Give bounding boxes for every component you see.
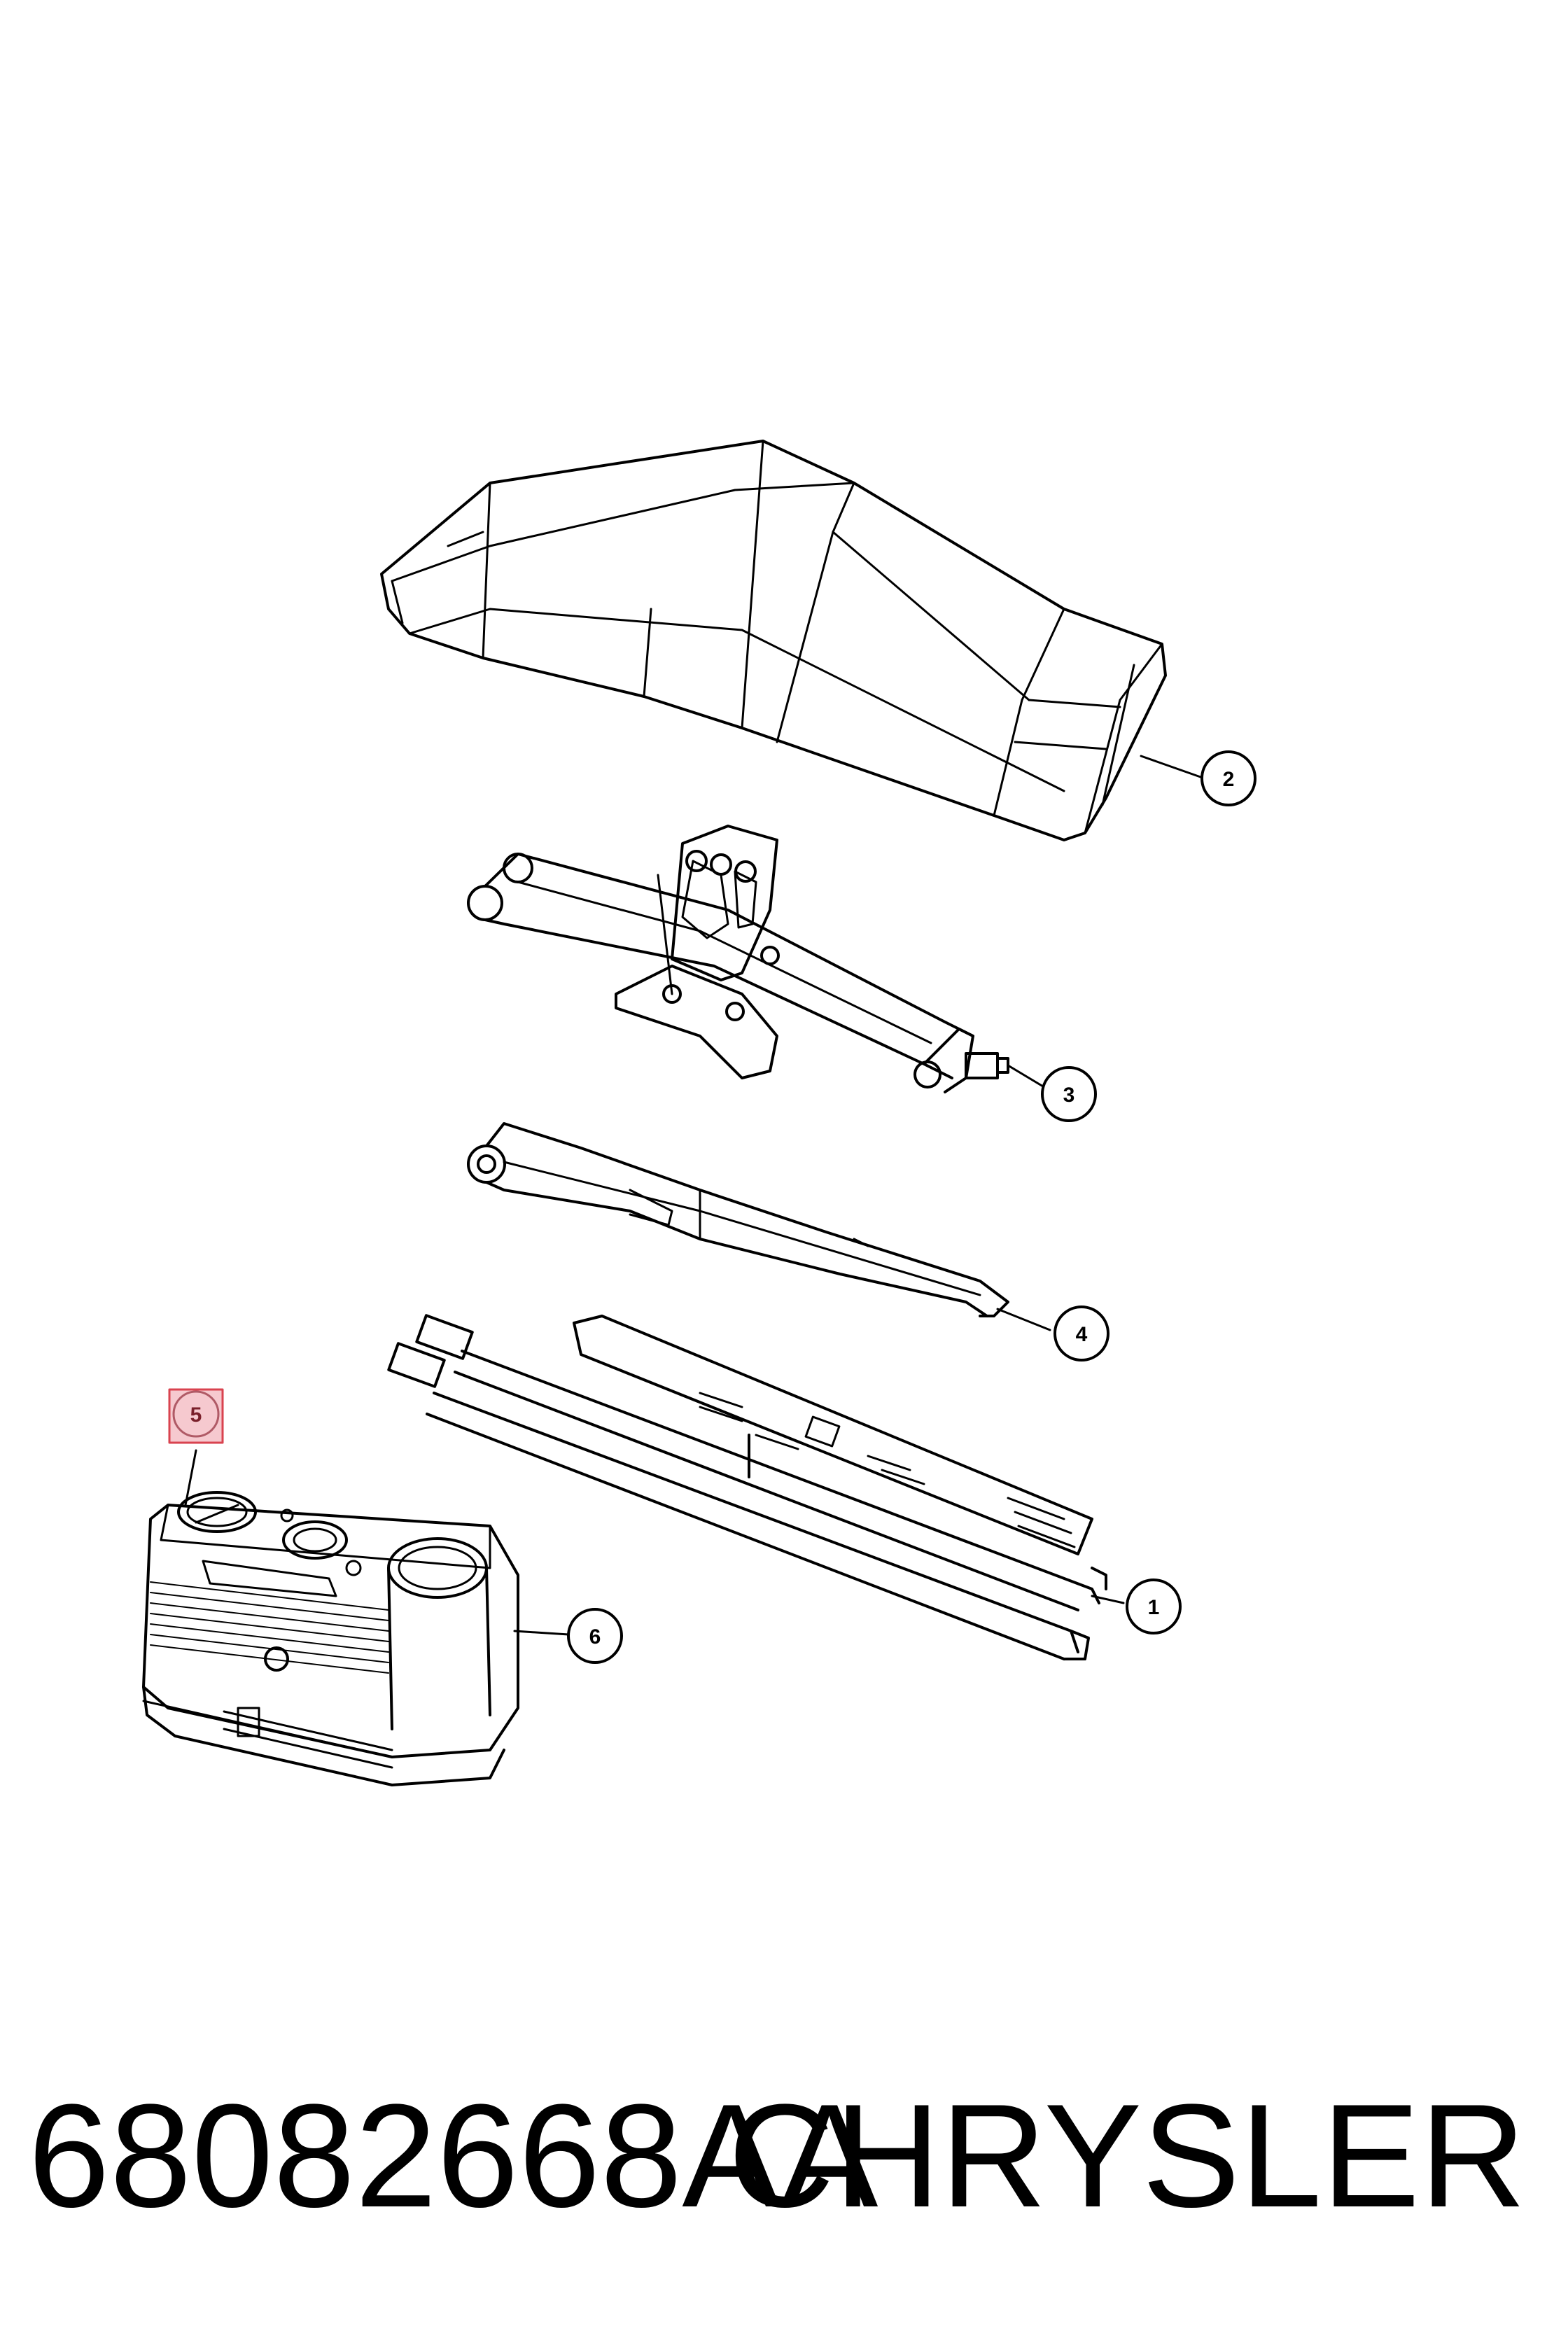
callout-1[interactable]: 1 — [1126, 1578, 1182, 1634]
tire-service-kit — [142, 1491, 519, 1786]
leader-line-1 — [1091, 1595, 1125, 1604]
leader-line-5 — [184, 1449, 197, 1506]
leader-line-2 — [1140, 755, 1202, 778]
callout-2[interactable]: 2 — [1200, 750, 1256, 806]
svg-text:2: 2 — [1223, 768, 1235, 791]
leader-line-3 — [1007, 1064, 1048, 1090]
exploded-parts-diagram: 1 2 3 4 5 6 — [142, 440, 1256, 1786]
jack-handle — [467, 1122, 1009, 1317]
svg-text:3: 3 — [1063, 1084, 1075, 1107]
callout-5-highlighted[interactable]: 5 — [168, 1388, 224, 1444]
svg-text:4: 4 — [1076, 1323, 1088, 1346]
callout-4[interactable]: 4 — [1054, 1306, 1110, 1362]
jack-storage-bag — [380, 440, 1167, 841]
scissor-jack — [467, 825, 1009, 1093]
svg-text:1: 1 — [1148, 1596, 1160, 1619]
svg-text:6: 6 — [589, 1625, 601, 1648]
footer: 68082668AA CHRYSLER — [0, 2051, 1568, 2261]
svg-text:5: 5 — [190, 1404, 202, 1427]
part-number: 68082668AA — [28, 2073, 878, 2238]
callout-6[interactable]: 6 — [567, 1608, 623, 1664]
leader-lines — [184, 755, 1202, 1636]
brand-name: CHRYSLER — [728, 2073, 1526, 2238]
leader-line-6 — [513, 1630, 570, 1636]
callout-3[interactable]: 3 — [1041, 1066, 1097, 1122]
leader-line-4 — [996, 1308, 1051, 1331]
extension-bars — [387, 1314, 1107, 1660]
